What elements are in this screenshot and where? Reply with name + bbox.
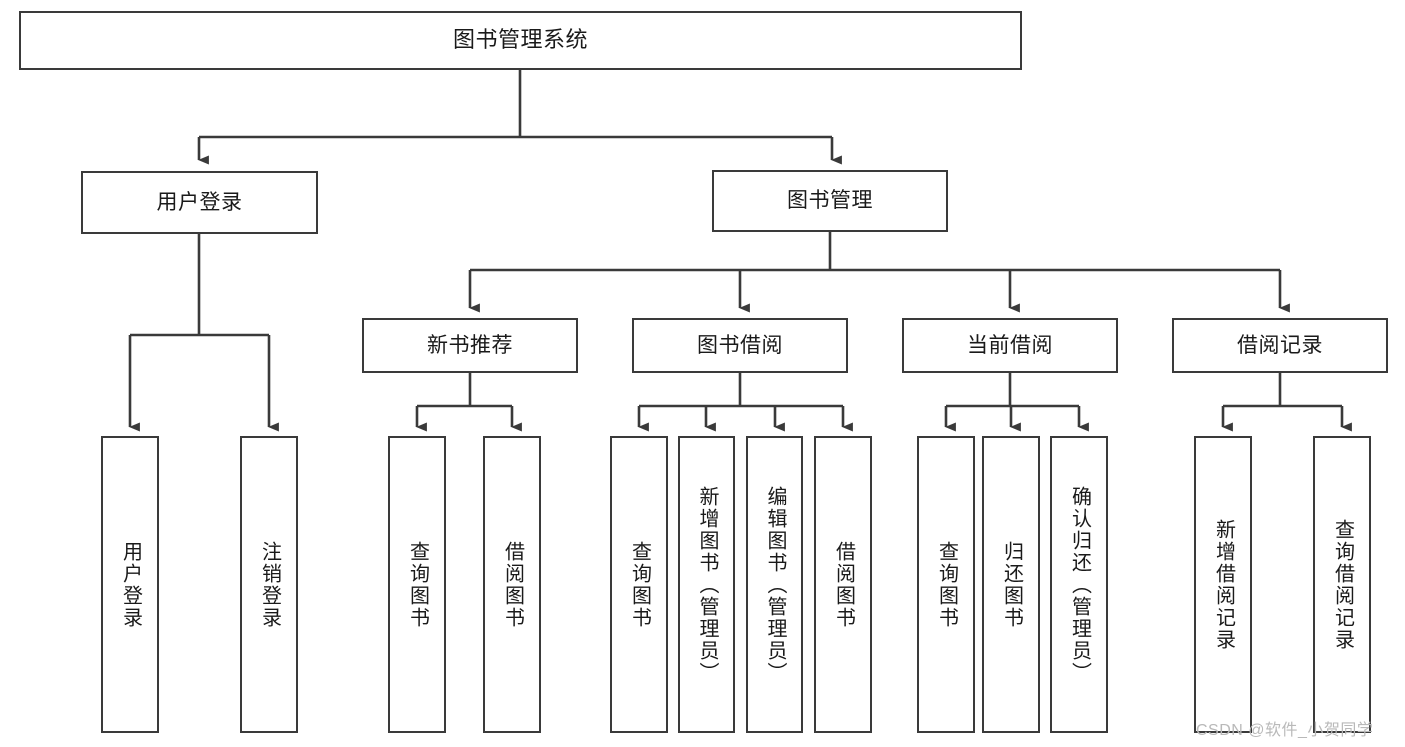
node-leaf-query-book-3[interactable]: 查询图书 — [917, 436, 975, 733]
node-leaf-logout-login[interactable]: 注销登录 — [240, 436, 298, 733]
node-leaf-logout-login-label: 注销登录 — [258, 540, 281, 629]
node-user-login-label: 用户登录 — [156, 190, 243, 214]
node-leaf-query-book-2-label: 查询图书 — [628, 540, 651, 629]
node-leaf-return-book-label: 归还图书 — [1000, 540, 1023, 629]
node-leaf-query-record-label: 查询借阅记录 — [1331, 518, 1354, 651]
node-book-borrow[interactable]: 图书借阅 — [632, 318, 848, 373]
node-book-borrow-label: 图书借阅 — [697, 333, 783, 357]
node-leaf-borrow-book-1-label: 借阅图书 — [501, 540, 524, 629]
node-leaf-add-book-label: 新增图书（管理员） — [696, 485, 718, 684]
node-leaf-query-record[interactable]: 查询借阅记录 — [1313, 436, 1371, 733]
node-root-label: 图书管理系统 — [452, 27, 588, 53]
node-root[interactable]: 图书管理系统 — [19, 11, 1022, 70]
node-current-borrow-label: 当前借阅 — [967, 333, 1053, 357]
node-leaf-user-login-label: 用户登录 — [119, 540, 142, 629]
node-book-management-label: 图书管理 — [787, 189, 873, 213]
node-leaf-query-book-1[interactable]: 查询图书 — [388, 436, 446, 733]
node-new-book-recommend[interactable]: 新书推荐 — [362, 318, 578, 373]
node-leaf-add-record-label: 新增借阅记录 — [1212, 518, 1235, 651]
node-new-book-recommend-label: 新书推荐 — [427, 333, 513, 357]
node-leaf-confirm-return[interactable]: 确认归还（管理员） — [1050, 436, 1108, 733]
node-leaf-add-book[interactable]: 新增图书（管理员） — [678, 436, 735, 733]
node-borrow-record[interactable]: 借阅记录 — [1172, 318, 1388, 373]
node-leaf-borrow-book-2[interactable]: 借阅图书 — [814, 436, 872, 733]
node-leaf-add-record[interactable]: 新增借阅记录 — [1194, 436, 1252, 733]
node-leaf-edit-book[interactable]: 编辑图书（管理员） — [746, 436, 803, 733]
node-user-login[interactable]: 用户登录 — [81, 171, 318, 234]
node-leaf-query-book-3-label: 查询图书 — [935, 540, 958, 629]
node-leaf-user-login[interactable]: 用户登录 — [101, 436, 159, 733]
node-leaf-query-book-2[interactable]: 查询图书 — [610, 436, 668, 733]
node-current-borrow[interactable]: 当前借阅 — [902, 318, 1118, 373]
node-leaf-confirm-return-label: 确认归还（管理员） — [1068, 485, 1091, 684]
node-book-management[interactable]: 图书管理 — [712, 170, 948, 232]
node-leaf-query-book-1-label: 查询图书 — [406, 540, 429, 629]
node-borrow-record-label: 借阅记录 — [1237, 333, 1323, 357]
node-leaf-borrow-book-1[interactable]: 借阅图书 — [483, 436, 541, 733]
node-leaf-return-book[interactable]: 归还图书 — [982, 436, 1040, 733]
node-leaf-borrow-book-2-label: 借阅图书 — [832, 540, 855, 629]
node-leaf-edit-book-label: 编辑图书（管理员） — [764, 485, 786, 684]
